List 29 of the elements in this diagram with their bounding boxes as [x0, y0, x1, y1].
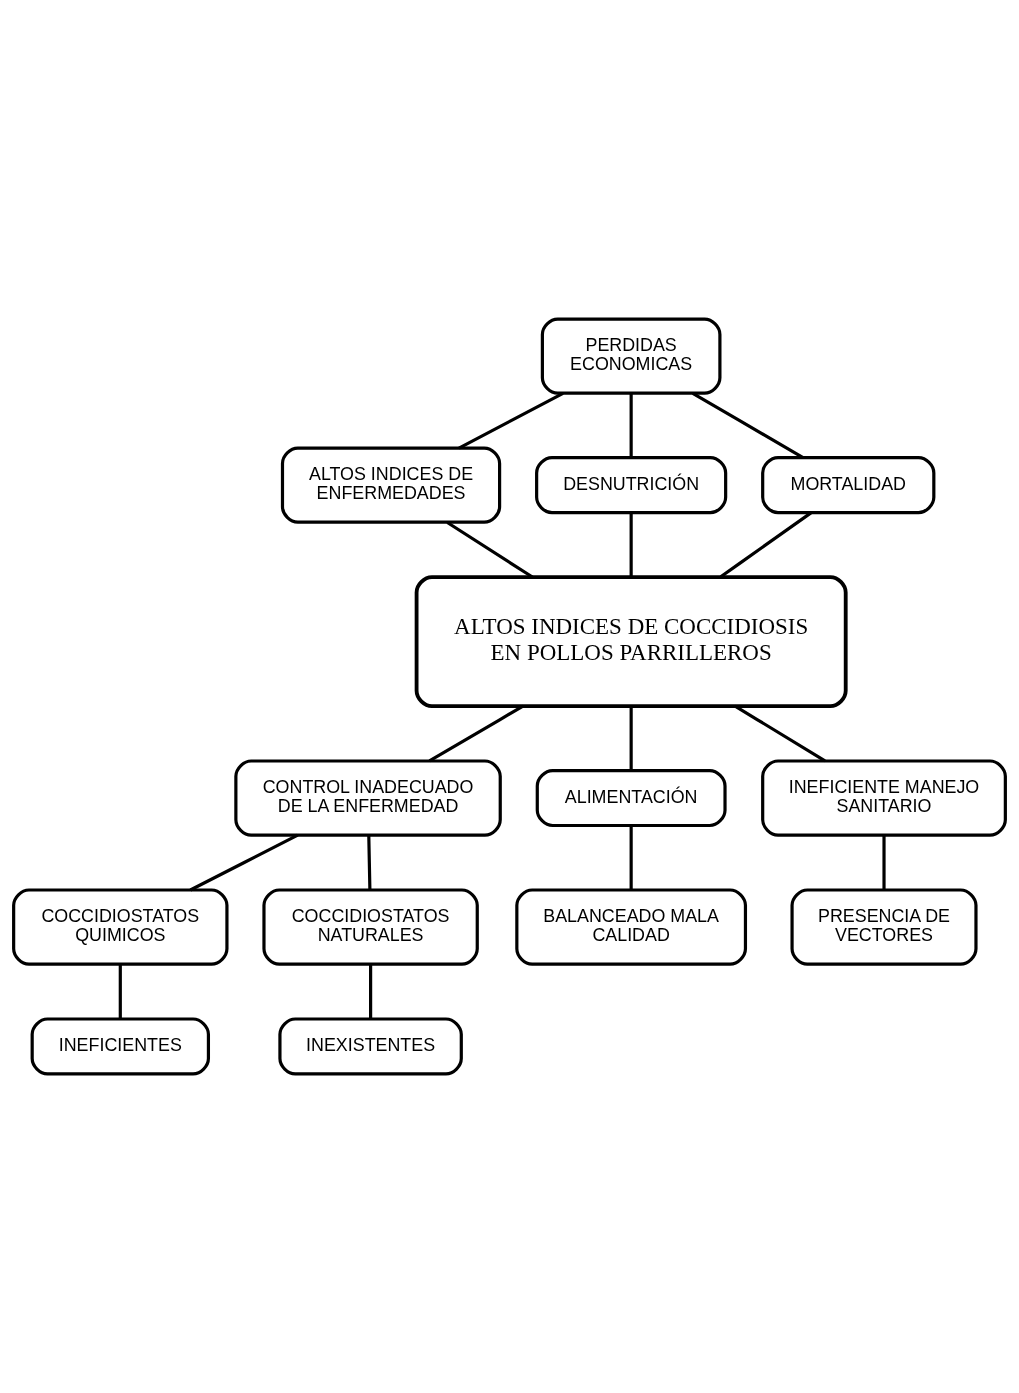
connector — [629, 825, 633, 890]
connector — [189, 833, 299, 892]
connector — [118, 964, 122, 1019]
node-box: ALIMENTACIÓN — [535, 768, 727, 828]
node-box: CONTROL INADECUADO DE LA ENFERMEDAD — [234, 759, 502, 837]
connector — [367, 835, 372, 890]
node-box: INEFICIENTE MANEJO SANITARIO — [761, 759, 1007, 837]
node-box: DESNUTRICIÓN — [535, 456, 728, 515]
node-box: MORTALIDAD — [761, 456, 936, 515]
connector — [882, 835, 886, 890]
connector — [458, 391, 564, 450]
connector — [719, 511, 812, 579]
node-box: PERDIDAS ECONOMICAS — [540, 317, 722, 395]
node-box: BALANCEADO MALA CALIDAD — [515, 888, 748, 966]
node-box: ALTOS INDICES DE ENFERMEDADES — [280, 446, 502, 524]
connector — [734, 704, 826, 763]
connector — [692, 391, 804, 459]
node-box: COCCIDIOSTATOS NATURALES — [262, 888, 479, 966]
node-box: COCCIDIOSTATOS QUIMICOS — [12, 888, 229, 966]
connector — [629, 706, 633, 771]
node-box: PRESENCIA DE VECTORES — [790, 888, 978, 966]
connector — [428, 704, 524, 763]
connector — [629, 393, 633, 458]
node-box: INEXISTENTES — [278, 1017, 463, 1076]
node-box: ALTOS INDICES DE COCCIDIOSIS EN POLLOS PARRILLEROS — [414, 575, 848, 708]
connector — [446, 521, 534, 579]
connector — [629, 512, 633, 577]
connector — [369, 964, 373, 1019]
node-box: INEFICIENTES — [30, 1017, 210, 1076]
